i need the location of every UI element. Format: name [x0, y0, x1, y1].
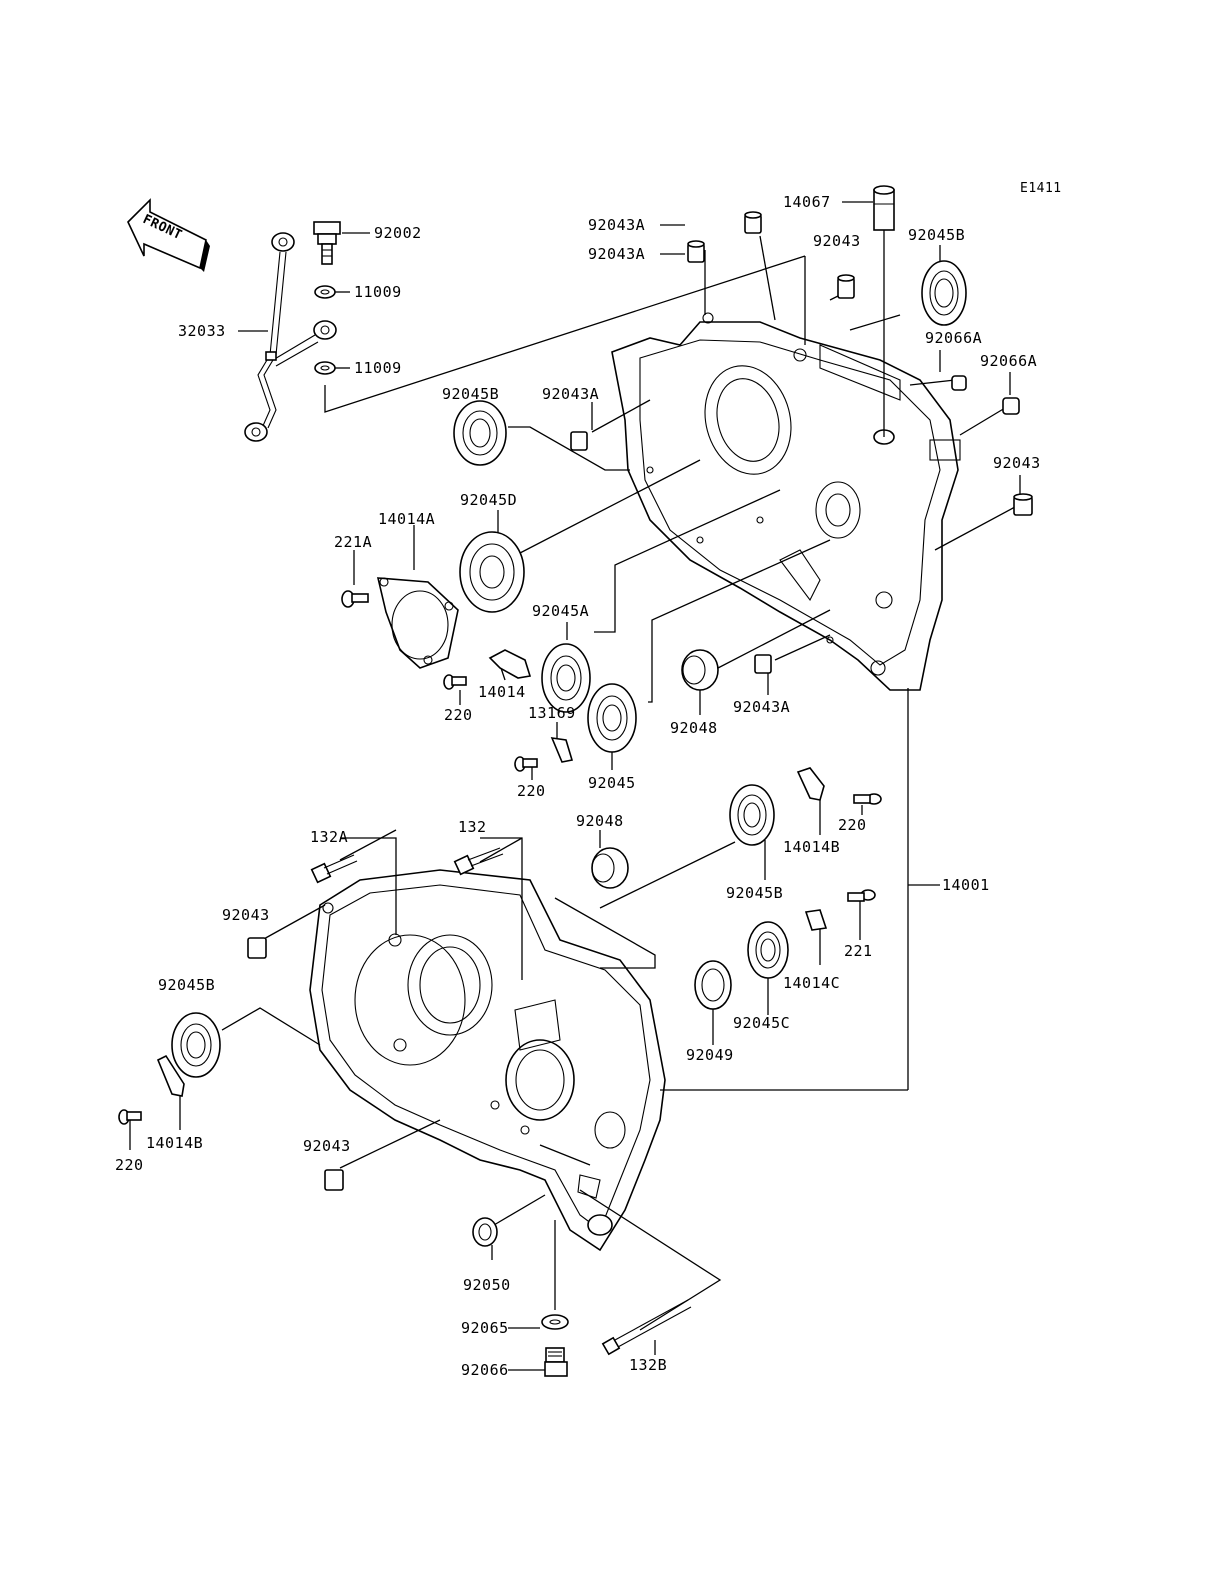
- cap-icon: [951, 375, 967, 391]
- part-label: 14014: [478, 683, 526, 701]
- part-label: 92066A: [980, 352, 1037, 370]
- part-label: 14014B: [783, 838, 840, 856]
- lock-plate-icon: [796, 767, 825, 801]
- washer-icon: [314, 285, 336, 299]
- upper-crankcase-half: [611, 312, 961, 691]
- diagram-code: E1411: [1020, 181, 1062, 196]
- bearing-icon: [453, 400, 507, 466]
- part-label: 92048: [670, 719, 718, 737]
- part-label: 92045B: [158, 976, 215, 994]
- oil-pipe-icon: [244, 232, 337, 442]
- part-label: 220: [115, 1156, 144, 1174]
- part-label: 14014B: [146, 1134, 203, 1152]
- cap-icon: [1002, 397, 1020, 415]
- part-label: 13169: [528, 704, 576, 722]
- lock-plate-icon: [804, 909, 828, 931]
- bearing-icon: [171, 1012, 221, 1078]
- dowel-pin-icon: [754, 654, 772, 674]
- part-labels: 92002 11009 11009 32033 92043A 92043A 14…: [115, 193, 1041, 1379]
- front-arrow-icon: FRONT: [127, 198, 210, 272]
- bolt-icon: [310, 854, 358, 884]
- seal-icon: [681, 649, 719, 691]
- part-label: 92066A: [925, 329, 982, 347]
- part-label: 11009: [354, 359, 402, 377]
- bearing-plate-icon: [376, 577, 459, 669]
- bearing-icon: [459, 531, 525, 613]
- part-label: 92043A: [588, 216, 645, 234]
- part-label: 92045B: [726, 884, 783, 902]
- part-label: 92049: [686, 1046, 734, 1064]
- oil-seal-icon: [472, 1217, 498, 1247]
- screw-icon: [853, 793, 882, 805]
- part-label: 220: [517, 782, 546, 800]
- dowel-pin-icon: [324, 1169, 344, 1191]
- screw-icon: [118, 1109, 142, 1125]
- dowel-pin-icon: [687, 240, 705, 263]
- bearing-icon: [587, 683, 637, 753]
- part-label: 132A: [310, 828, 348, 846]
- part-label: 92043: [303, 1137, 351, 1155]
- part-label: 32033: [178, 322, 226, 340]
- part-label: 14001: [942, 876, 990, 894]
- part-label: 92043A: [733, 698, 790, 716]
- part-label: 221: [844, 942, 873, 960]
- screw-icon: [341, 590, 369, 608]
- dowel-pin-icon: [744, 211, 762, 234]
- part-label: 132: [458, 818, 487, 836]
- washer-icon: [541, 1314, 569, 1330]
- dowel-pin-icon: [1013, 493, 1033, 516]
- bearing-icon: [729, 784, 775, 846]
- screw-icon: [514, 756, 538, 772]
- dowel-pin-icon: [247, 937, 267, 959]
- washer-icon: [314, 361, 336, 375]
- part-label: 14014C: [783, 974, 840, 992]
- bearing-icon: [747, 921, 789, 979]
- lower-crankcase-half: [309, 869, 666, 1252]
- part-label: 92043: [993, 454, 1041, 472]
- part-label: 92048: [576, 812, 624, 830]
- part-label: 14014A: [378, 510, 435, 528]
- part-label: 220: [444, 706, 473, 724]
- part-icons: [118, 185, 1033, 1377]
- part-label: 220: [838, 816, 867, 834]
- part-label: 92045B: [442, 385, 499, 403]
- part-label: 92065: [461, 1319, 509, 1337]
- part-label: 92043: [813, 232, 861, 250]
- part-label: 221A: [334, 533, 372, 551]
- screw-icon: [847, 889, 876, 902]
- part-label: 92045D: [460, 491, 517, 509]
- part-label: 92045C: [733, 1014, 790, 1032]
- part-label: 92050: [463, 1276, 511, 1294]
- part-label: 92043: [222, 906, 270, 924]
- part-label: 92045B: [908, 226, 965, 244]
- part-label: 132B: [629, 1356, 667, 1374]
- lock-plate-icon: [550, 737, 574, 763]
- dowel-pin-icon: [570, 431, 588, 451]
- part-label: 92045A: [532, 602, 589, 620]
- part-label: 92066: [461, 1361, 509, 1379]
- bolt-icon: [313, 221, 341, 265]
- sleeve-icon: [873, 185, 895, 231]
- bolt-icon: [601, 1299, 692, 1356]
- part-label: 92045: [588, 774, 636, 792]
- bolt-icon: [453, 847, 504, 876]
- part-label: 92043A: [542, 385, 599, 403]
- bearing-icon: [921, 260, 967, 326]
- part-label: 92043A: [588, 245, 645, 263]
- lock-plate-icon: [488, 649, 532, 679]
- screw-icon: [443, 674, 467, 690]
- part-label: 11009: [354, 283, 402, 301]
- bearing-icon: [541, 643, 591, 713]
- part-label: 92002: [374, 224, 422, 242]
- leader-lines: [129, 201, 1021, 1371]
- seal-icon: [591, 847, 629, 889]
- drain-plug-icon: [544, 1347, 568, 1377]
- lock-plate-icon: [156, 1054, 185, 1097]
- part-label: 14067: [783, 193, 831, 211]
- oil-seal-icon: [694, 960, 732, 1010]
- dowel-pin-icon: [837, 274, 855, 299]
